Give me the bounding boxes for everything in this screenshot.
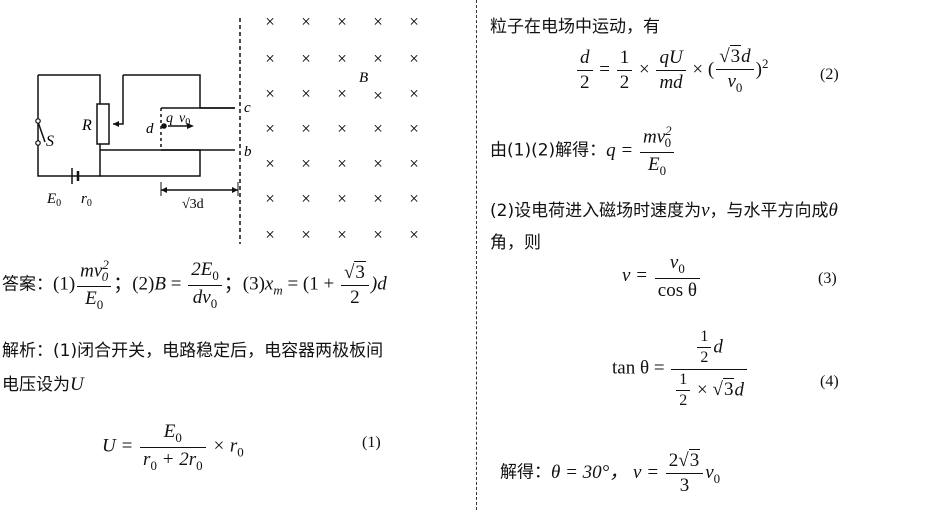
right-intro: 粒子在电场中运动，有: [490, 17, 660, 37]
field-cross: ×: [337, 49, 347, 68]
slider-arrowhead: [113, 121, 119, 127]
label-resistor: R: [81, 117, 92, 134]
switch-blade: [37, 121, 46, 143]
part2-line1: (2)设电荷进入磁场时速度为v，与水平方向成θ: [490, 200, 838, 221]
field-cross: ×: [301, 49, 311, 68]
label-gap-length: √3d: [182, 197, 204, 212]
field-cross: ×: [301, 12, 311, 31]
field-cross: ×: [373, 225, 383, 244]
field-cross: ×: [265, 84, 275, 103]
wire-to-plate-c: [123, 74, 235, 109]
field-cross: ×: [409, 154, 419, 173]
field-cross: ×: [301, 189, 311, 208]
dimension-arrow-left: [161, 187, 167, 193]
label-emf: E0: [46, 191, 61, 209]
field-cross: ×: [265, 225, 275, 244]
answer-prefix: 答案：: [2, 274, 53, 295]
label-plate-b: b: [244, 144, 252, 160]
field-cross: ×: [265, 119, 275, 138]
field-cross: ×: [373, 119, 383, 138]
field-cross: ×: [409, 84, 419, 103]
field-cross: ×: [265, 12, 275, 31]
equation-2-tag: (2): [820, 66, 839, 83]
answer-part2-label: ；(2): [113, 273, 155, 295]
field-cross: ×: [265, 154, 275, 173]
wire-to-plate-b: [100, 149, 201, 177]
answer-part1-label: (1): [53, 273, 76, 295]
magnetic-field-grid: × × × × × × × × × × × × × × × × × × × × × × × × × × × × × × × × × × ×: [265, 12, 419, 244]
answer-b-symbol: B: [154, 273, 166, 295]
field-cross: ×: [301, 154, 311, 173]
field-cross: ×: [373, 154, 383, 173]
field-cross: ×: [337, 119, 347, 138]
field-cross: ×: [301, 119, 311, 138]
velocity-arrowhead: [187, 123, 194, 129]
equation-1-tag: (1): [362, 434, 381, 451]
field-cross: ×: [409, 225, 419, 244]
field-cross: ×: [409, 119, 419, 138]
field-cross: ×: [373, 86, 383, 105]
analysis-line1: 解析：(1)闭合开关，电路稳定后，电容器两极板间: [2, 341, 384, 361]
field-cross: ×: [337, 12, 347, 31]
resistor: [96, 103, 110, 145]
field-cross: ×: [301, 225, 311, 244]
column-divider: [476, 0, 477, 510]
field-cross: ×: [409, 189, 419, 208]
field-cross: ×: [337, 154, 347, 173]
label-plate-c: c: [244, 100, 251, 116]
equation-3-tag: (3): [818, 270, 837, 287]
switch-contact-bottom: [35, 140, 41, 146]
label-internal-r: r0: [81, 191, 92, 209]
label-entry-d: d: [146, 121, 154, 137]
field-cross: ×: [337, 84, 347, 103]
dimension-arrow-right: [232, 187, 238, 193]
label-particle-q: q: [166, 111, 173, 126]
switch-contact-top: [35, 118, 41, 124]
field-cross: ×: [301, 84, 311, 103]
part2-line2: 角，则: [490, 233, 541, 253]
circuit-diagram: S R E0 r0 c b d q v0 B √3d ×××××××××××××…: [35, 12, 419, 244]
particle-dot: [161, 123, 167, 129]
analysis-line2: 电压设为U: [2, 374, 84, 395]
field-cross: ×: [409, 49, 419, 68]
field-cross: ×: [373, 49, 383, 68]
label-velocity: v0: [179, 111, 190, 128]
answer-part3-label: ；(3): [223, 273, 265, 295]
field-cross: ×: [409, 12, 419, 31]
answer-x-symbol: x: [264, 273, 274, 295]
field-cross: ×: [337, 225, 347, 244]
label-switch: S: [46, 133, 54, 150]
field-cross: ×: [337, 189, 347, 208]
field-cross: ×: [265, 49, 275, 68]
equation-4-tag: (4): [820, 373, 839, 390]
label-field-b: B: [359, 70, 368, 86]
field-cross: ×: [373, 189, 383, 208]
field-cross: ×: [265, 189, 275, 208]
field-cross: ×: [373, 12, 383, 31]
